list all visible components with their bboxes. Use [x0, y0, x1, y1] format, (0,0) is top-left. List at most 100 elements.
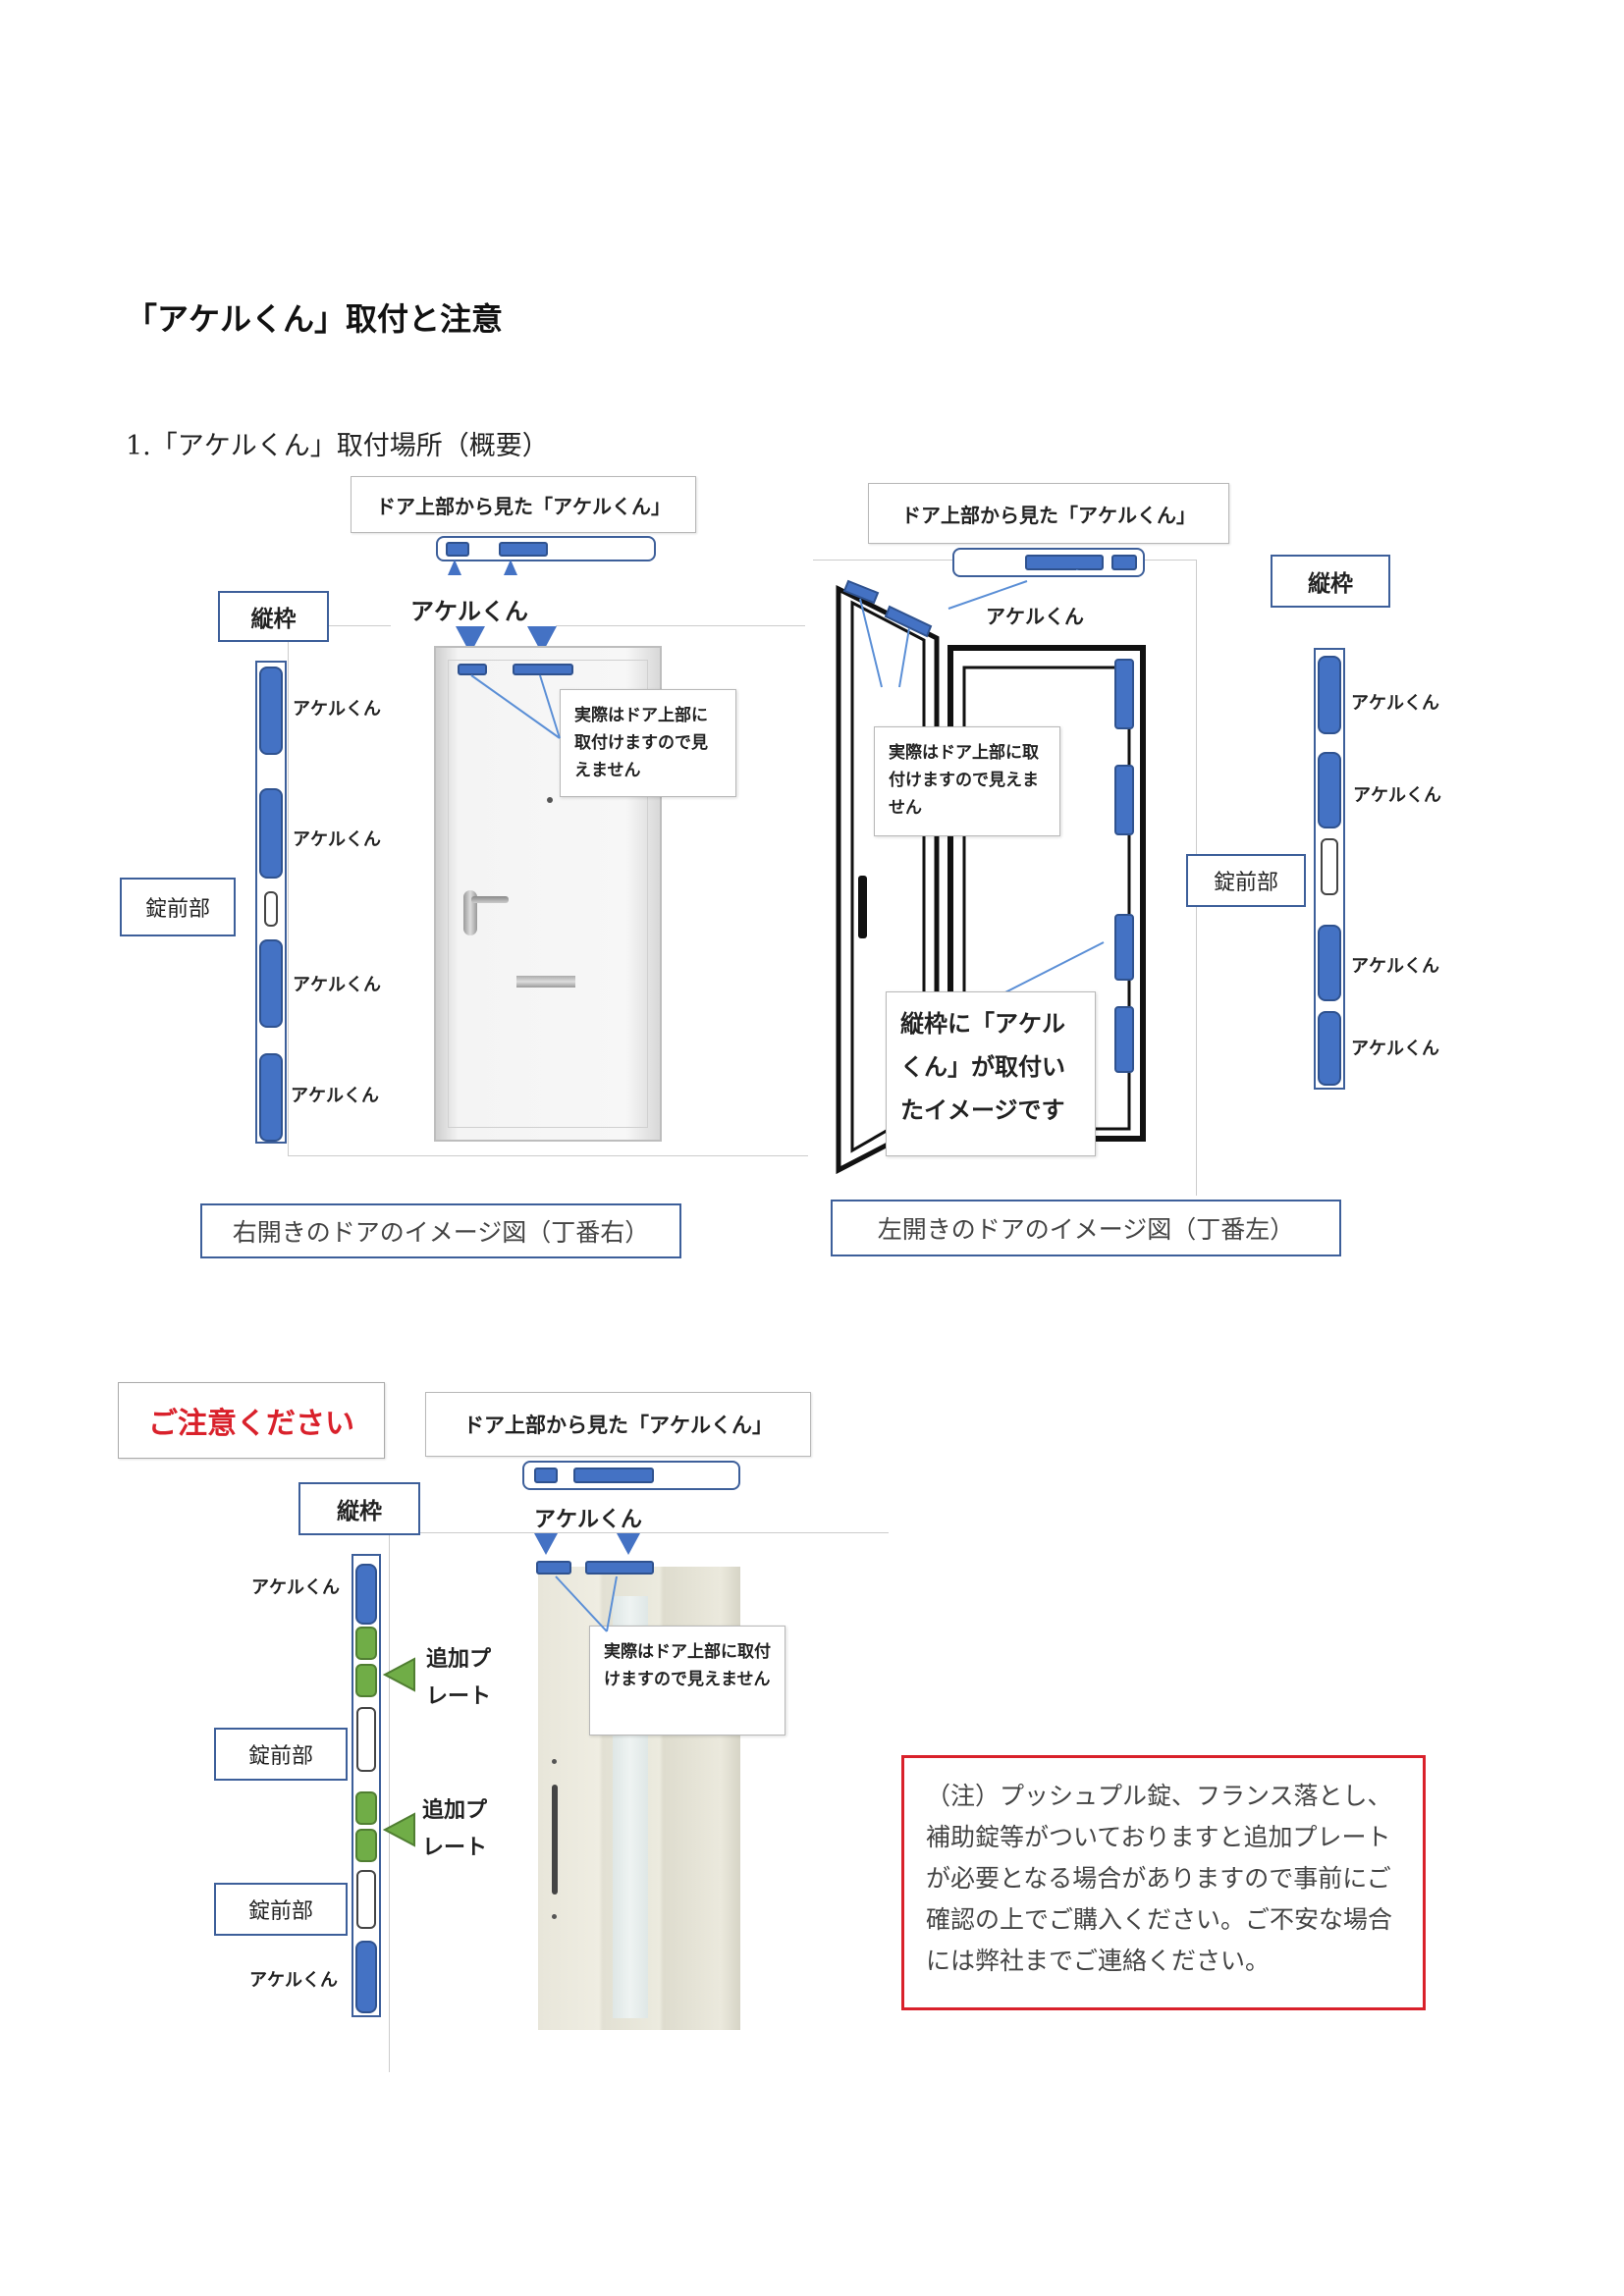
lock-front-label: 錠前部 [120, 878, 236, 936]
top-view-label: ドア上部から見た「アケルくん」 [425, 1392, 811, 1457]
vertical-frame-label-text: 縦枠 [337, 1499, 382, 1524]
rail-label-akerukun: アケルくん [251, 1577, 340, 1598]
akerukun-unit [499, 542, 548, 557]
rail-label-akerukun: アケルくん [249, 1970, 338, 1991]
caption-left-door-text: 左開きのドアのイメージ図（丁番左） [877, 1215, 1295, 1244]
rail-label-akerukun: アケルくん [1351, 1039, 1439, 1059]
rail-label-akerukun: アケルくん [291, 1086, 379, 1106]
hidden-note: 実際はドア上部に取付けますので見えません [589, 1626, 785, 1735]
rail-label-akerukun: アケルくん [1353, 785, 1441, 806]
lock-front-label: 錠前部 [1186, 854, 1306, 907]
down-arrows [534, 1533, 640, 1555]
top-view-label-text: ドア上部から見た「アケルくん」 [901, 503, 1196, 527]
vertical-frame-label: 縦枠 [218, 591, 329, 642]
top-view-label: ドア上部から見た「アケルくん」 [868, 483, 1229, 544]
additional-plate [355, 1664, 377, 1697]
guide-line [324, 625, 805, 626]
akerukun-unit [534, 1468, 558, 1483]
lock-front-label-text: 錠前部 [247, 1899, 313, 1924]
note-pointer-lines [470, 674, 561, 739]
caution-heading-box: ご注意ください [118, 1382, 385, 1459]
door-panel [448, 660, 648, 1128]
door-handle-lever [471, 896, 509, 903]
vertical-frame-rail [1314, 648, 1345, 1090]
rail-label-akerukun: アケルくん [293, 829, 381, 850]
push-pull-handle [552, 1785, 558, 1895]
akerukun-unit [1318, 752, 1341, 828]
hidden-note: 実際はドア上部に取付けますので見えません [560, 689, 736, 797]
lock-front-label-text: 錠前部 [247, 1744, 313, 1769]
guide-line [389, 1532, 390, 2072]
additional-plate-label: 追加プレート [422, 1798, 488, 1860]
additional-plate [355, 1627, 377, 1660]
note-pointer-lines [555, 1575, 618, 1632]
pointer-arrows [448, 560, 517, 575]
vertical-frame-label: 縦枠 [298, 1482, 420, 1535]
frame-install-note-text: 縦枠に「アケルくん」が取付いたイメージです [900, 1010, 1065, 1124]
hidden-note-text: 実際はドア上部に取付けますので見えません [889, 743, 1039, 818]
caption-right-door: 右開きのドアのイメージ図（丁番右） [200, 1203, 681, 1258]
additional-plate [355, 1829, 377, 1862]
akerukun-top-label: アケルくん [534, 1508, 643, 1532]
top-view-bar [436, 536, 656, 561]
top-view-bar [522, 1461, 740, 1490]
akerukun-unit [355, 1564, 377, 1625]
lock-slot [356, 1870, 376, 1929]
rail-label-akerukun: アケルくん [1351, 693, 1439, 714]
frame-install-note: 縦枠に「アケルくん」が取付いたイメージです [886, 991, 1096, 1156]
door-dot [552, 1914, 557, 1919]
lock-slot [1321, 838, 1338, 895]
vertical-frame-rail [352, 1554, 381, 2017]
lock-front-label: 錠前部 [214, 1728, 348, 1781]
vertical-frame-label-text: 縦枠 [1308, 571, 1353, 597]
guide-line [388, 1532, 889, 1533]
plate-arrow [383, 1657, 415, 1692]
caption-left-door: 左開きのドアのイメージ図（丁番左） [831, 1200, 1341, 1256]
top-view-bar [952, 548, 1145, 577]
caution-note: （注）プッシュプル錠、フランス落とし、補助錠等がついておりますと追加プレートが必… [901, 1755, 1426, 2010]
akerukun-unit [1025, 555, 1104, 570]
rail-label-akerukun: アケルくん [293, 975, 381, 995]
vertical-frame-label-text: 縦枠 [250, 607, 297, 632]
akerukun-unit [259, 939, 283, 1028]
hidden-note-text: 実際はドア上部に取付けますので見えません [574, 706, 708, 780]
door-viewer [547, 797, 553, 803]
akerukun-unit [1111, 555, 1137, 570]
top-view-label: ドア上部から見た「アケルくん」 [351, 476, 696, 533]
section-heading: 1.「アケルくん」取付場所（概要） [126, 431, 549, 461]
additional-plate-label: 追加プレート [426, 1647, 492, 1709]
door-dot [552, 1759, 557, 1764]
akerukun-unit [259, 1053, 283, 1142]
rail-label-akerukun: アケルくん [1351, 956, 1439, 977]
vertical-frame-label: 縦枠 [1271, 555, 1390, 608]
akerukun-top-label: アケルくん [391, 588, 556, 627]
akerukun-unit [1318, 1011, 1341, 1086]
additional-plate [355, 1791, 377, 1825]
akerukun-unit [259, 788, 283, 879]
top-view-label-text: ドア上部から見た「アケルくん」 [463, 1414, 773, 1437]
akerukun-unit [1318, 925, 1341, 1001]
guide-line [288, 625, 289, 1155]
lock-slot [264, 891, 278, 927]
rail-label-akerukun: アケルくん [293, 699, 381, 720]
page-title: 「アケルくん」取付と注意 [126, 300, 504, 338]
akerukun-unit [259, 667, 283, 755]
caution-heading: ご注意ください [148, 1407, 354, 1441]
hidden-note: 実際はドア上部に取付けますので見えません [874, 726, 1060, 836]
akerukun-unit [1318, 656, 1341, 734]
door-mail-slot [516, 976, 575, 988]
akerukun-top-label: アケルくん [986, 605, 1084, 628]
hidden-note-text: 実際はドア上部に取付けますので見えません [604, 1642, 771, 1689]
guide-line [288, 1155, 808, 1156]
akerukun-unit [513, 664, 573, 675]
down-arrows [456, 626, 557, 654]
akerukun-top-label-text: アケルくん [410, 598, 528, 625]
akerukun-unit [536, 1561, 571, 1575]
plate-arrow [383, 1812, 415, 1847]
akerukun-unit [355, 1941, 377, 2013]
akerukun-unit [585, 1561, 654, 1575]
vertical-frame-rail [255, 661, 287, 1144]
akerukun-unit [458, 664, 487, 675]
lock-slot [356, 1707, 376, 1772]
akerukun-unit [573, 1468, 654, 1483]
